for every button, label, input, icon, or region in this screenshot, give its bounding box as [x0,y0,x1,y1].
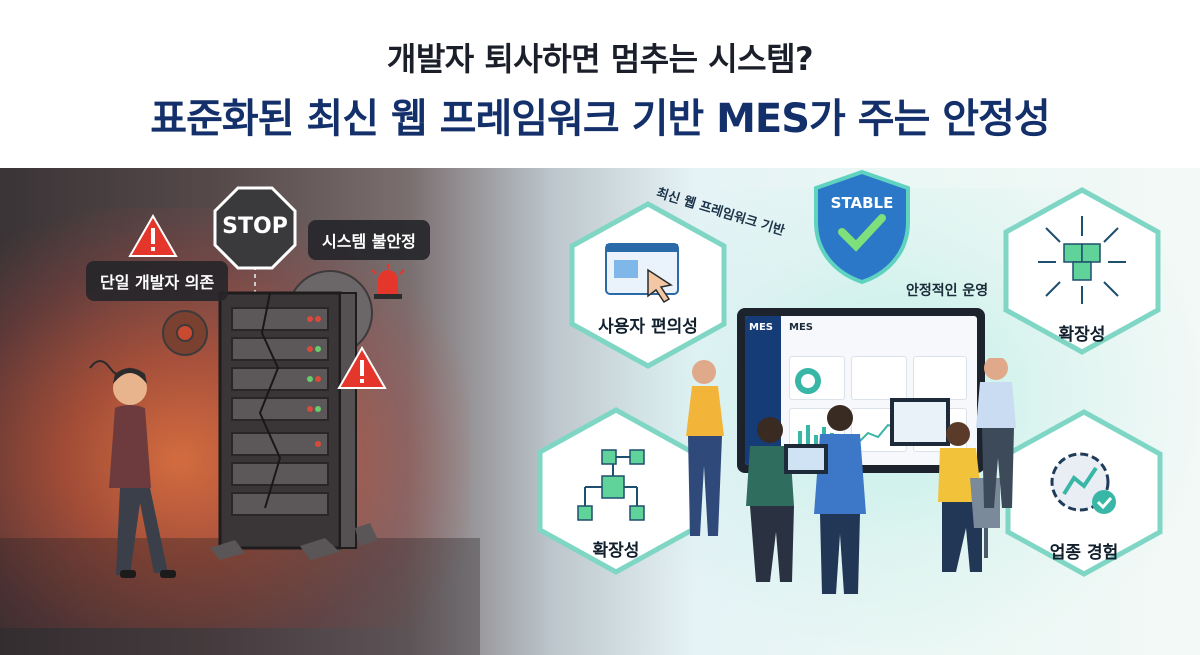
hex-scalability-top-label: 확장성 [1058,325,1106,345]
shield-text: STABLE [830,194,894,212]
label-stable-operation: 안정적인 운영 [906,283,989,299]
mes-screen: MES MES [745,316,977,465]
tired-developer-illustration [89,360,176,578]
hex-industry-experience-label: 업종 경험 [1049,543,1119,563]
header: 개발자 퇴사하면 멈추는 시스템? 표준화된 최신 웹 프레임워크 기반 MES… [0,0,1200,168]
label-single-dev-dependency: 단일 개발자 의존 [86,261,229,301]
page-subtitle: 표준화된 최신 웹 프레임워크 기반 MES가 주는 안정성 [150,96,1050,142]
warning-icon [128,214,178,257]
mes-card [789,356,845,400]
hex-scalability-top: 확장성 [1000,186,1164,356]
hex-industry-experience: 업종 경험 [1002,408,1166,578]
mes-header-title: MES [789,322,813,333]
team-illustration [686,358,1016,594]
mes-dashboard-monitor: MES MES [737,308,985,473]
hex-usability: 사용자 편의성 [566,200,730,370]
mes-sidebar-title: MES [749,322,773,333]
label-system-unstable: 시스템 불안정 [308,220,430,260]
mes-card [851,356,907,400]
stop-sign-icon: STOP [213,186,297,270]
stop-sign-text: STOP [222,214,288,239]
hex-usability-label: 사용자 편의성 [598,317,698,337]
illustration-scene: STOP 시스템 불안정 단일 개발자 의존 STABLE 최신 웹 프레임워크… [0,168,1200,655]
mes-card [913,356,967,400]
broken-server-illustration [162,258,378,560]
floor [0,538,480,655]
shield-check-icon: STABLE [810,168,914,286]
hex-scalability-bottom-label: 확장성 [592,541,640,561]
page-title: 개발자 퇴사하면 멈추는 시스템? [386,40,814,78]
warning-icon [337,346,387,389]
siren-icon [371,264,405,299]
